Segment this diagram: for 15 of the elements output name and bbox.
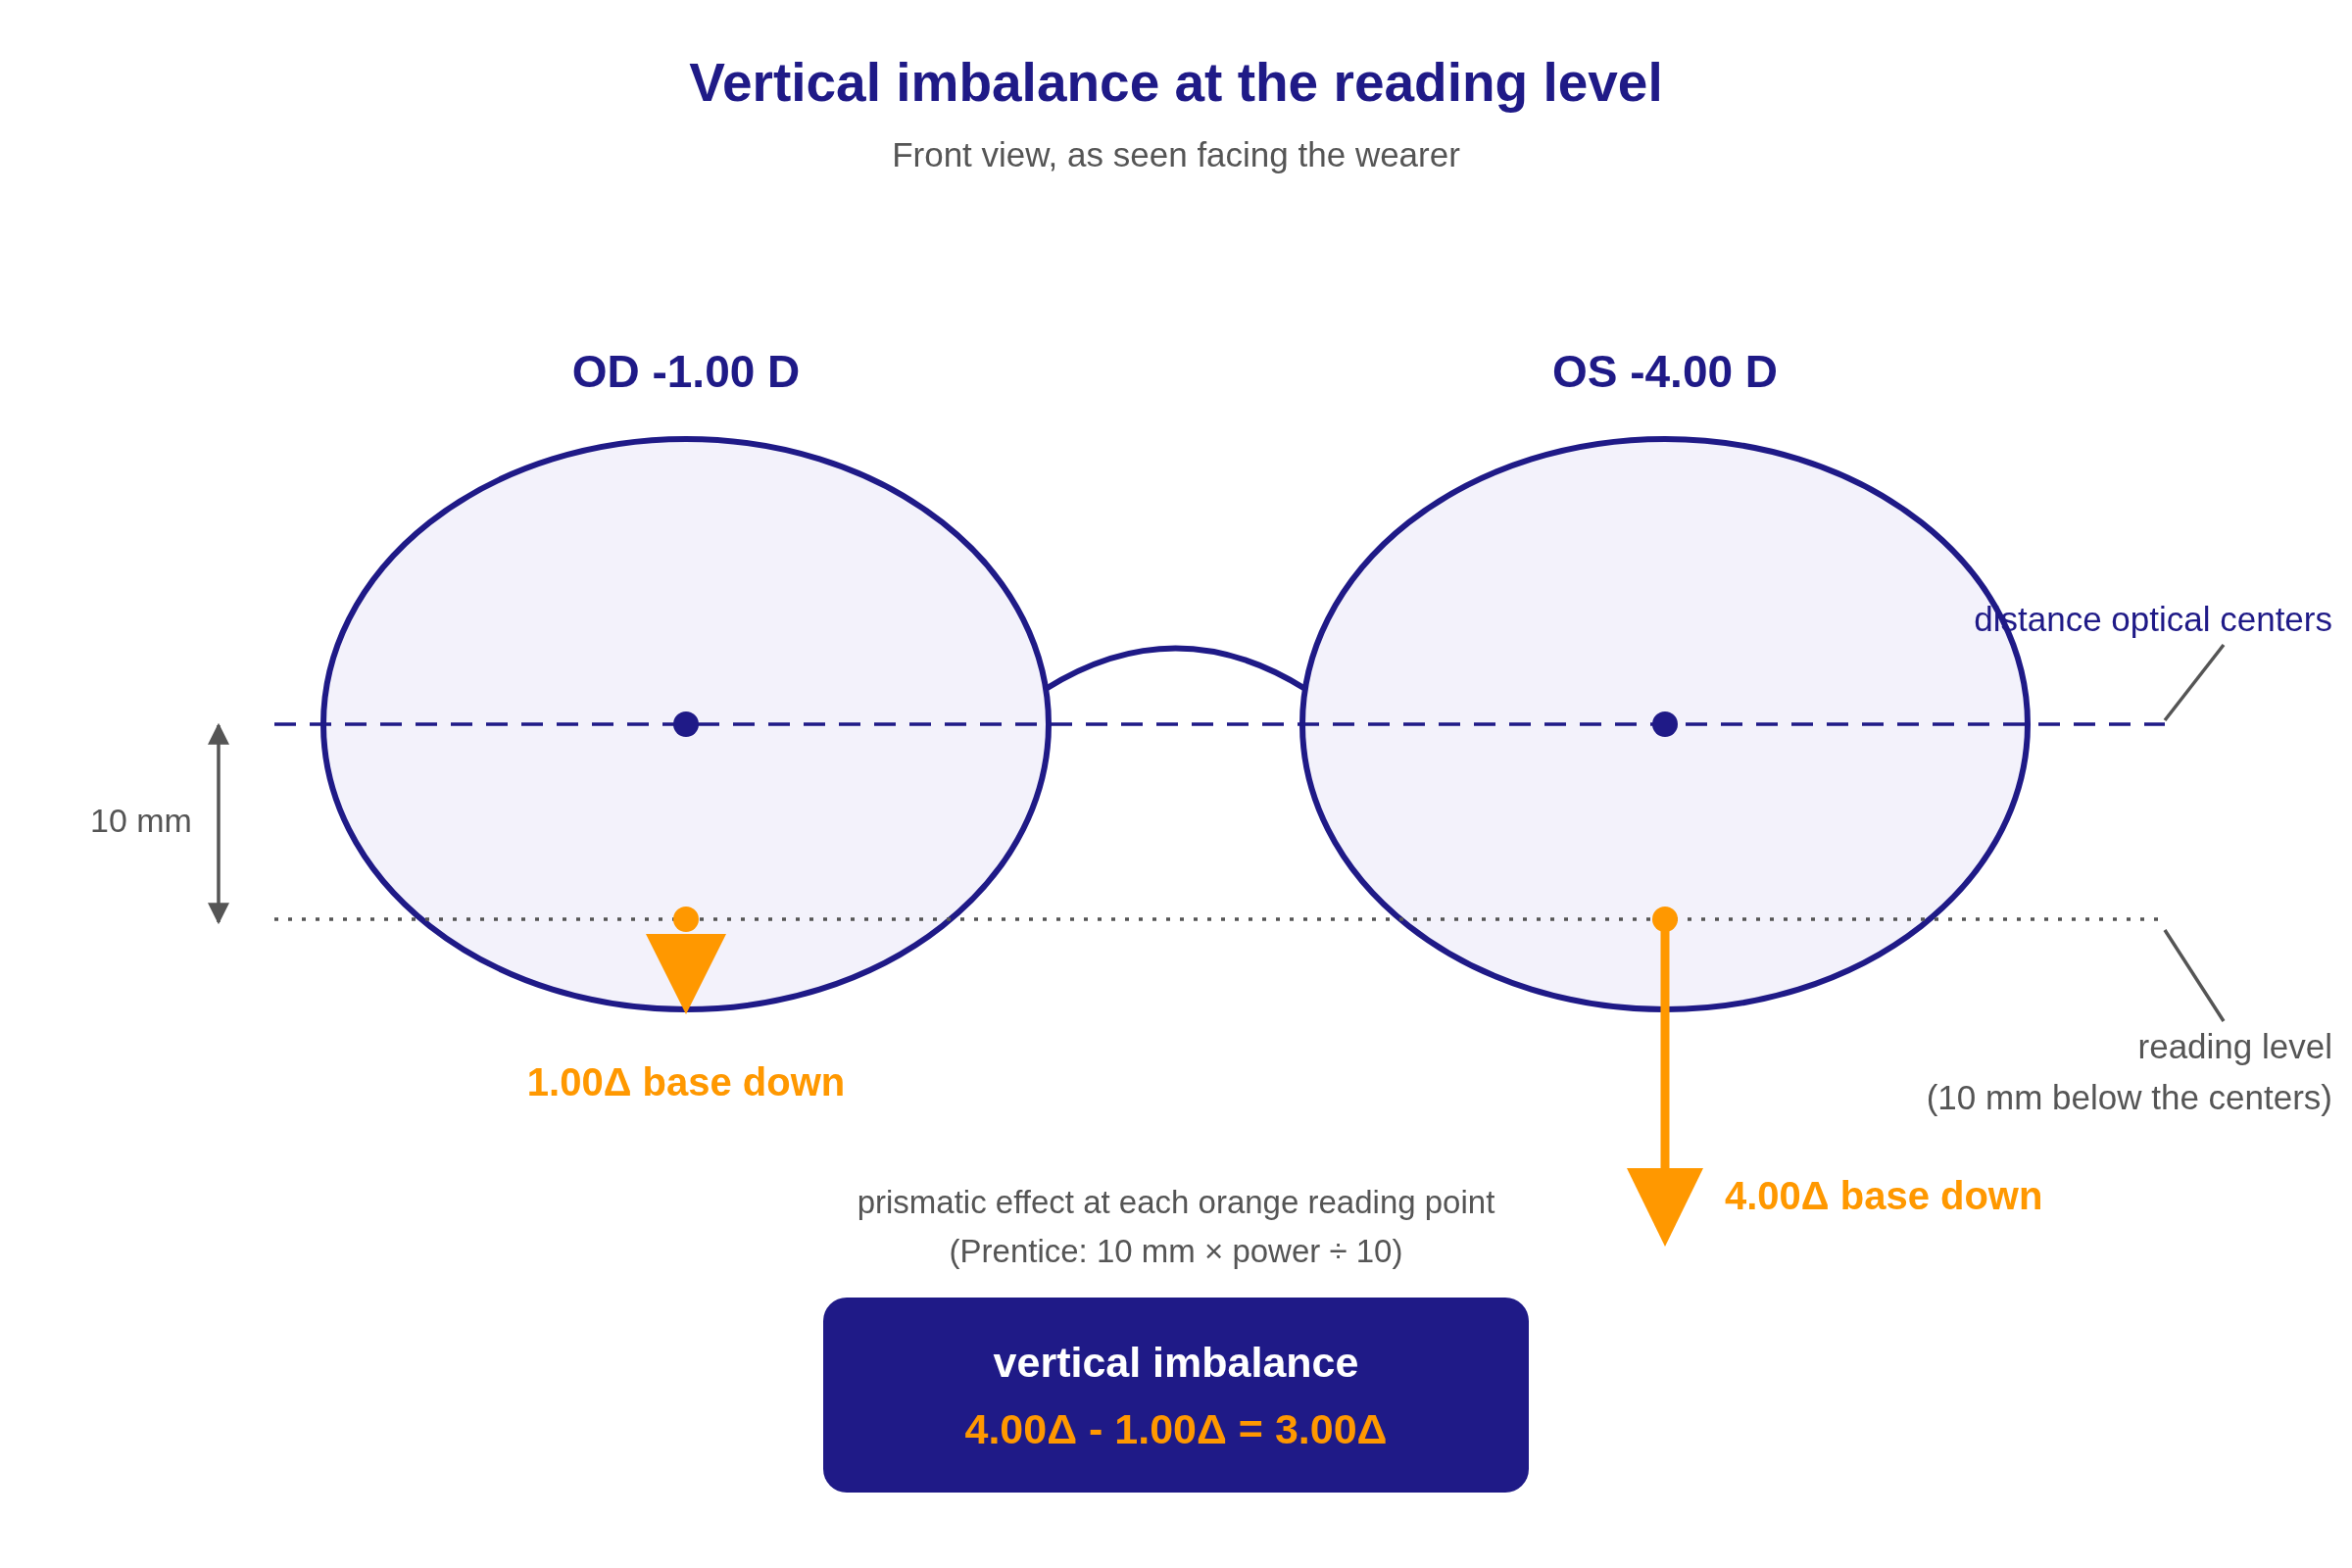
note-text: prismatic effect at each orange reading point (Prentice: 10 mm × power ÷ 10) bbox=[856, 1183, 1496, 1271]
lens-heading: OD -1.00 D bbox=[570, 345, 802, 398]
lens-heading: OS -4.00 D bbox=[1550, 345, 1780, 398]
result-box bbox=[823, 1298, 1529, 1493]
result-heading: vertical imbalance bbox=[993, 1337, 1359, 1388]
result-equation: 4.00Δ - 1.00Δ = 3.00Δ bbox=[964, 1403, 1388, 1454]
prism-label: 1.00Δ base down bbox=[525, 1060, 847, 1104]
annotation-text: (10 mm below the centers) bbox=[1926, 1077, 2332, 1118]
prism-label: 4.00Δ base down bbox=[1725, 1174, 2043, 1218]
leader-line bbox=[2163, 929, 2226, 1022]
annotation-text: reading level bbox=[2136, 1026, 2332, 1067]
leader-line bbox=[2163, 643, 2226, 722]
subtitle: Front view, as seen facing the wearer bbox=[891, 135, 1461, 174]
title: Vertical imbalance at the reading level bbox=[688, 51, 1664, 114]
dimension-label: 10 mm bbox=[90, 802, 192, 840]
